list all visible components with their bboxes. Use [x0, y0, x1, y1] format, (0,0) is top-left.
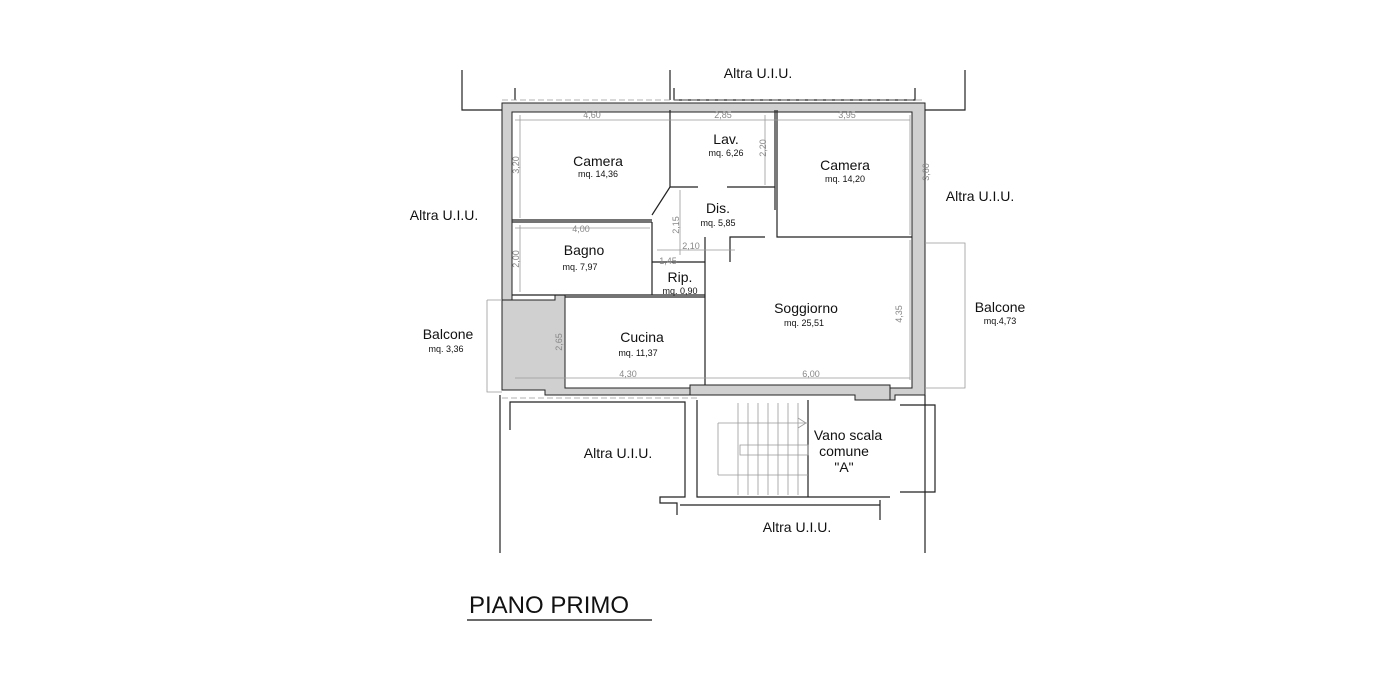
- dim: 6,00: [802, 369, 820, 379]
- room-camera-1: Camera: [573, 153, 623, 169]
- room-lav: Lav.: [713, 131, 738, 147]
- other-unit-left: Altra U.I.U.: [410, 207, 478, 223]
- dim: 2,10: [682, 241, 700, 251]
- area-balcone-right: mq.4,73: [984, 316, 1017, 326]
- dim: 4,60: [583, 110, 601, 120]
- other-unit-right: Altra U.I.U.: [946, 188, 1014, 204]
- plan-title: PIANO PRIMO: [469, 592, 629, 619]
- dim: 2,85: [714, 110, 732, 120]
- other-unit-top: Altra U.I.U.: [724, 65, 792, 81]
- area-camera-2: mq. 14,20: [825, 174, 865, 184]
- room-soggiorno: Soggiorno: [774, 300, 838, 316]
- dim: 4,35: [894, 305, 904, 323]
- room-camera-2: Camera: [820, 157, 870, 173]
- area-soggiorno: mq. 25,51: [784, 318, 824, 328]
- dim: 3,20: [511, 156, 521, 174]
- dimension-labels: 4,60 2,85 3,95 3,20 2,20 3,60 4,00 2,15 …: [511, 110, 931, 379]
- staircase: [696, 400, 890, 498]
- area-cucina: mq. 11,37: [618, 348, 657, 358]
- room-labels: Camera mq. 14,36 Lav. mq. 6,26 Camera mq…: [423, 131, 1026, 475]
- area-lav: mq. 6,26: [708, 148, 743, 158]
- dim: 4,30: [619, 369, 637, 379]
- area-camera-1: mq. 14,36: [578, 169, 618, 179]
- other-unit-labels: Altra U.I.U. Altra U.I.U. Altra U.I.U. A…: [410, 65, 1014, 535]
- dim: 2,00: [511, 250, 521, 268]
- interior-walls: [512, 110, 912, 385]
- room-rip: Rip.: [668, 269, 693, 285]
- area-rip: mq. 0,90: [662, 286, 697, 296]
- dim: 2,65: [554, 333, 564, 351]
- other-unit-bottom: Altra U.I.U.: [763, 519, 831, 535]
- area-dis: mq. 5,85: [700, 218, 735, 228]
- area-bagno: mq. 7,97: [562, 262, 597, 272]
- room-balcone-right: Balcone: [975, 299, 1026, 315]
- stair-label-3: "A": [834, 459, 853, 475]
- other-unit-bottom-left: Altra U.I.U.: [584, 445, 652, 461]
- balconies: [486, 242, 966, 393]
- room-cucina: Cucina: [620, 329, 664, 345]
- dim: 2,20: [758, 139, 768, 157]
- dim: 2,15: [671, 216, 681, 234]
- room-balcone-left: Balcone: [423, 326, 474, 342]
- dim: 3,60: [921, 163, 931, 181]
- stair-label-1: Vano scala: [814, 427, 882, 443]
- room-dis: Dis.: [706, 200, 730, 216]
- dim: 4,00: [572, 224, 590, 234]
- neighbour-outlines: [461, 70, 966, 553]
- dim: 3,95: [838, 110, 856, 120]
- stair-label-2: comune: [819, 443, 869, 459]
- dim: 1,45: [659, 256, 677, 266]
- room-bagno: Bagno: [564, 242, 605, 258]
- area-balcone-left: mq. 3,36: [428, 344, 463, 354]
